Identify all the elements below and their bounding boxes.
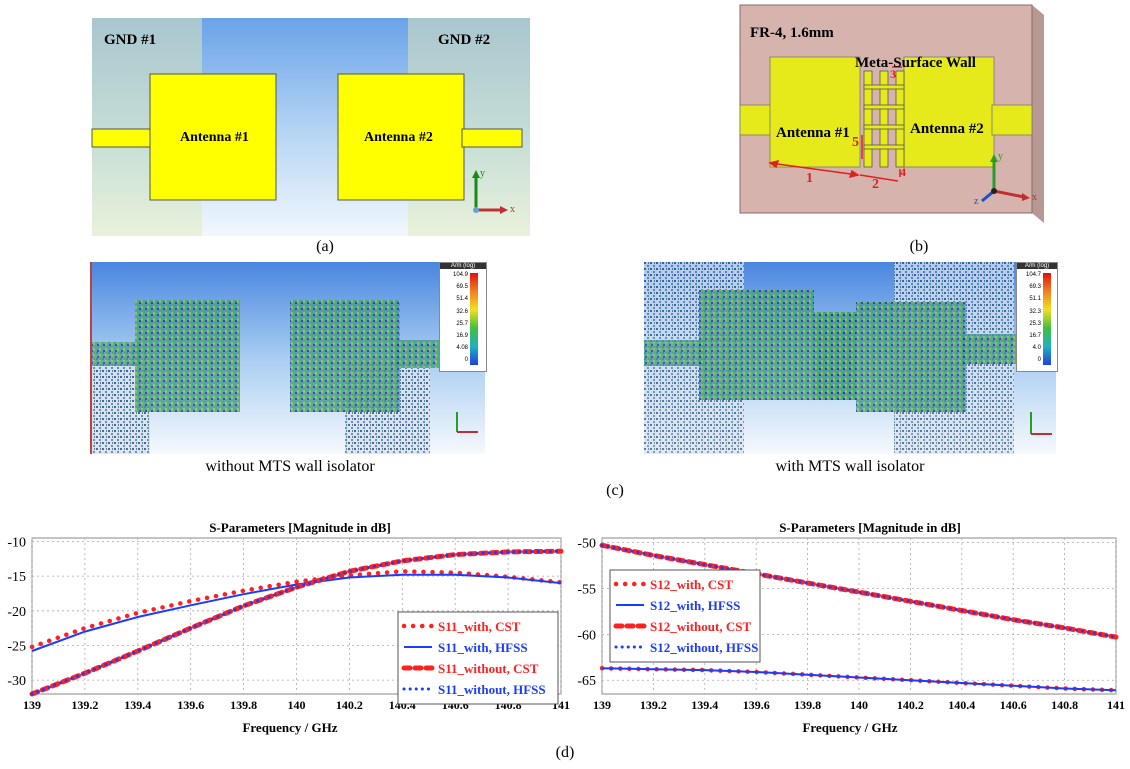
- colorbar-tick: 51.1: [1029, 296, 1041, 303]
- y-tick-label: -15: [7, 570, 26, 585]
- colorbar-tick: 32.3: [1029, 308, 1041, 315]
- legend-entry: S11_with, HFSS: [438, 640, 528, 655]
- y-tick-label: -60: [577, 628, 596, 643]
- colorbar-tick: 4.0: [1032, 345, 1041, 352]
- legend-entry: S11_with, CST: [438, 619, 521, 634]
- x-tick-label: 139.6: [743, 698, 770, 712]
- legend-entry: S11_without, HFSS: [438, 682, 546, 697]
- x-tick-label: 140: [288, 698, 306, 712]
- colorbar-unit: A/m (log): [440, 263, 486, 269]
- x-tick-label: 140.2: [897, 698, 924, 712]
- panel-a-figure: GND #1 GND #2 Antenna #1 Antenna #2 y x: [91, 18, 530, 236]
- y-tick-label: -10: [7, 535, 26, 550]
- x-tick-label: 140.2: [336, 698, 363, 712]
- axis-x-label: x: [1032, 192, 1037, 203]
- axis-x-label: x: [510, 204, 515, 215]
- antenna1-label: Antenna #1: [180, 130, 249, 145]
- wall-label: Meta-Surface Wall: [855, 55, 976, 71]
- s12-chart: 139 139.2 139.4 139.6 139.8 140 140.2 140.4 140.…: [577, 537, 1125, 712]
- legend-entry: S12_with, HFSS: [650, 598, 740, 613]
- meta-surface-wall: [863, 70, 905, 168]
- caption-c: (c): [606, 482, 624, 499]
- caption-d: (d): [555, 744, 575, 761]
- antenna2-label: Antenna #2: [364, 130, 433, 145]
- caption-b: (b): [909, 238, 929, 255]
- colorbar-tick: 0: [1037, 357, 1041, 364]
- axis-y-label: y: [480, 168, 485, 179]
- dimension-2: 2: [872, 177, 879, 192]
- x-tick-label: 139.2: [71, 698, 98, 712]
- dimension-5: 5: [852, 135, 859, 150]
- x-tick-label: 139.6: [177, 698, 204, 712]
- current-distribution-without-wall: A/m (log) 104.9 69.5 51.4 32.6 25.7 16.9 4.08 0: [90, 262, 487, 454]
- colorbar-tick: 51.4: [456, 296, 468, 303]
- colorbar-tick: 69.5: [456, 284, 468, 291]
- colorbar-tick: 16.9: [456, 333, 468, 339]
- x-tick-label: 140.6: [1000, 698, 1027, 712]
- legend: [397, 611, 559, 705]
- colorbar-tick: 16.7: [1029, 333, 1041, 339]
- dimension-4: 4: [900, 165, 906, 179]
- colorbar: A/m (log) 104.7 69.3 51.1 32.3 25.3 16.7 4.0 0: [1016, 262, 1058, 372]
- dimension-3: 3: [890, 67, 896, 81]
- y-axis-arrow-icon: [990, 154, 998, 162]
- x-axis-arrow-icon: [1022, 193, 1030, 201]
- label-without-wall: without MTS wall isolator: [205, 458, 375, 475]
- chart2-title: S-Parameters [Magnitude in dB]: [779, 520, 961, 535]
- legend-entry: S12_without, HFSS: [650, 640, 758, 655]
- x-tick-label: 139: [593, 698, 611, 712]
- colorbar-tick: 4.08: [456, 345, 468, 352]
- colorbar-tick: 25.3: [1029, 320, 1041, 327]
- y-tick-label: -30: [7, 674, 26, 689]
- x-tick-label: 139.8: [794, 698, 821, 712]
- colorbar-unit: A/m (log): [1017, 263, 1057, 269]
- substrate-label: FR-4, 1.6mm: [750, 25, 834, 41]
- x-tick-label: 139: [23, 698, 41, 712]
- chart2-xlabel: Frequency / GHz: [802, 720, 898, 735]
- gnd2-label: GND #2: [438, 32, 491, 48]
- antenna1-label: Antenna #1: [776, 125, 850, 141]
- legend-entry: S11_without, CST: [438, 661, 539, 676]
- chart1-title: S-Parameters [Magnitude in dB]: [209, 520, 391, 535]
- colorbar-tick: 0: [464, 357, 468, 364]
- colorbar: A/m (log) 104.9 69.5 51.4 32.6 25.7 16.9 4.08 0: [439, 262, 487, 372]
- antenna2-label: Antenna #2: [910, 121, 984, 137]
- series-line: [29, 569, 564, 650]
- y-tick-label: -55: [577, 582, 596, 597]
- x-tick-label: 139.8: [230, 698, 257, 712]
- series-line: [601, 667, 1117, 692]
- x-tick-label: 139.4: [691, 698, 718, 712]
- y-tick-label: -65: [577, 674, 596, 689]
- series-line: [600, 543, 1118, 639]
- gnd1-label: GND #1: [104, 32, 157, 48]
- axis-z-label: z: [974, 196, 979, 207]
- x-tick-label: 140.8: [1051, 698, 1078, 712]
- colorbar-tick: 32.6: [456, 308, 468, 315]
- colorbar-tick: 104.7: [1025, 272, 1041, 278]
- colorbar-tick: 104.9: [452, 272, 468, 278]
- caption-a: (a): [316, 238, 334, 255]
- y-tick-label: -20: [7, 605, 26, 620]
- x-tick-label: 140: [850, 698, 868, 712]
- y-tick-label: -50: [577, 537, 596, 552]
- current-distribution-with-wall: A/m (log) 104.7 69.3 51.1 32.3 25.3 16.7 4.0 0: [644, 262, 1058, 454]
- y-tick-label: -25: [7, 639, 26, 654]
- series-line: [30, 549, 563, 696]
- colorbar-tick: 69.3: [1029, 284, 1041, 291]
- series-line: [31, 573, 562, 652]
- panel-b-figure: FR-4, 1.6mm Meta-Surface Wall Antenna #1…: [739, 4, 1046, 230]
- label-with-wall: with MTS wall isolator: [775, 458, 925, 475]
- x-tick-label: 139.4: [124, 698, 151, 712]
- colorbar-tick: 25.7: [456, 320, 468, 327]
- x-tick-label: 140.4: [948, 698, 975, 712]
- x-tick-label: 141: [1107, 698, 1125, 712]
- x-tick-label: 139.2: [640, 698, 667, 712]
- chart1-xlabel: Frequency / GHz: [242, 720, 338, 735]
- dimension-1: 1: [806, 171, 813, 186]
- axis-y-label: y: [998, 151, 1003, 162]
- legend-entry: S12_without, CST: [650, 619, 751, 634]
- legend-entry: S12_with, CST: [650, 577, 733, 592]
